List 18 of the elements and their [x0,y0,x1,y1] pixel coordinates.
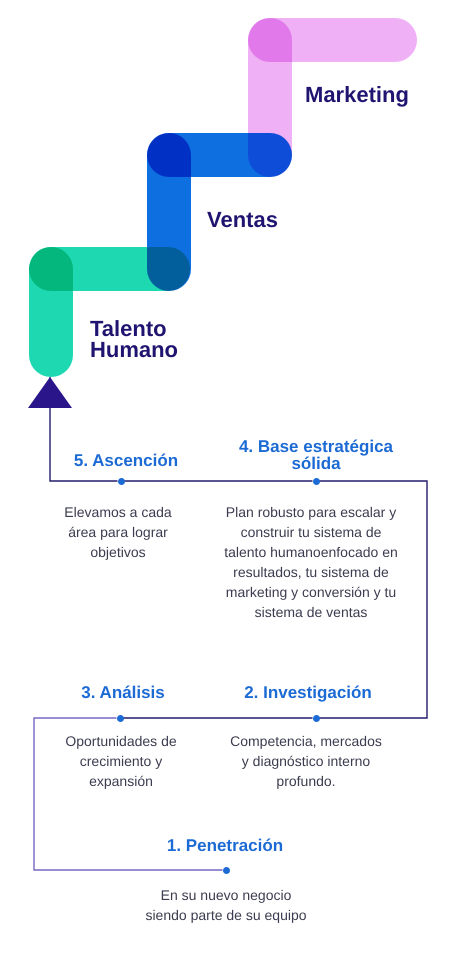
step-description: Elevamos a cada área para lograr objetivos [63,503,173,562]
timeline-connector [320,480,428,719]
step-title: 5. Ascención [74,452,178,469]
step-title: 1. Penetración [166,837,284,854]
step-description: Plan robusto para escalar y construir tu sistema de talento humanoenfocado en resultados, tu sistema de marketing y conversión y tu sistema de ventas [223,503,399,622]
step-description: Oportunidades de crecimiento y expansión [64,732,178,791]
timeline-connector [33,717,222,871]
arrow [28,377,118,482]
step-title: 4. Base estratégica sólida [238,438,394,472]
step-description: En su nuevo negocio siendo parte de su equipo [144,886,308,925]
band-label: Marketing [305,84,409,105]
step-title: 2. Investigación [244,684,372,701]
step-title: 3. Análisis [81,684,165,701]
timeline-connector [124,717,312,719]
band-label: Talento Humano [90,318,179,360]
band-label: Ventas [207,209,278,230]
step-description: Competencia, mercados y diagnóstico interno profundo. [229,732,383,791]
timeline-connector [124,480,312,482]
